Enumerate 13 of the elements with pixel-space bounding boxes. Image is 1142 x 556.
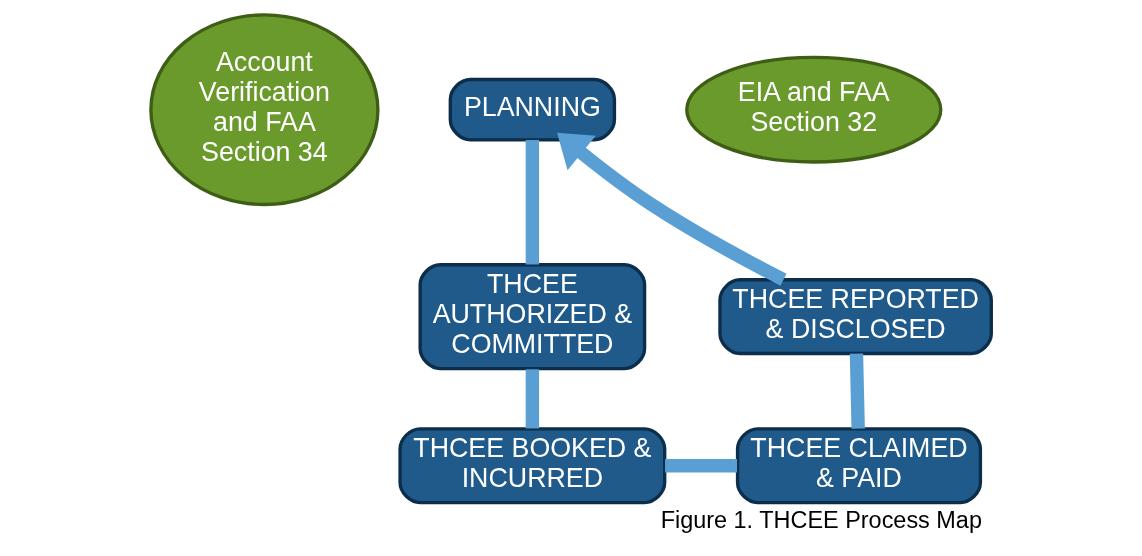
node-box: PLANNING [448,77,617,142]
node-ellipse: EIA and FAA Section 32 [685,55,943,164]
connector [525,140,540,265]
caption: Figure 1. THCEE Process Map [660,507,982,534]
node-box: THCEE CLAIMED & PAID [735,427,983,505]
connector [665,459,738,473]
connector [525,369,540,429]
node-box: THCEE BOOKED & INCURRED [398,427,667,505]
node-ellipse: Account Verification and FAA Section 34 [149,13,380,207]
node-box: THCEE REPORTED & DISCLOSED [718,278,993,356]
connector [849,353,865,429]
node-box: THCEE AUTHORIZED & COMMITTED [418,263,647,371]
arrow [557,132,787,286]
